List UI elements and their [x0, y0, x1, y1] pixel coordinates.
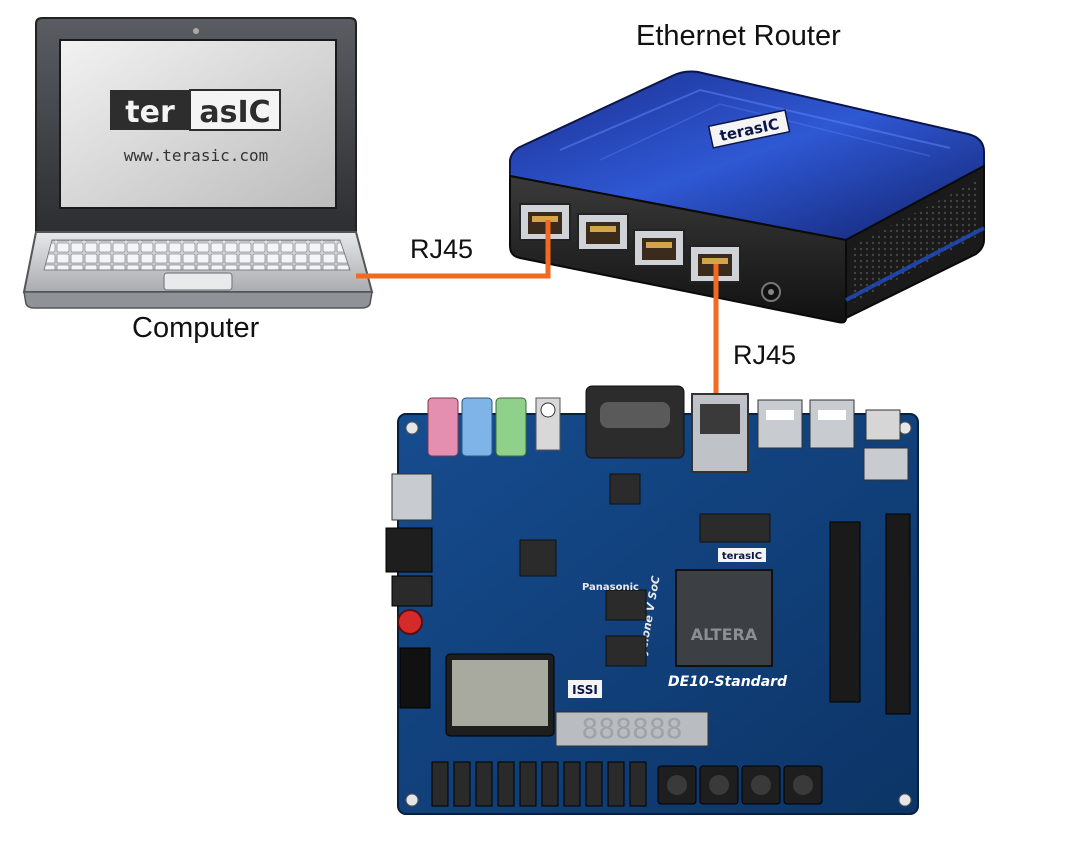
board-vendor-1: Panasonic	[582, 582, 639, 593]
rj45-cable-left	[356, 220, 551, 279]
laptop-logo-light	[189, 89, 281, 131]
fpga-chip-text: ALTERA	[691, 625, 758, 644]
router-port-4	[689, 245, 741, 283]
router-port-2	[577, 213, 629, 251]
laptop-logo-left-text: ter	[125, 95, 175, 130]
router-port-3	[633, 229, 685, 267]
board-name-text: DE10-Standard	[668, 674, 788, 690]
rj45-label-left: RJ45	[410, 234, 474, 264]
board-vendor-2: ISSI	[572, 683, 598, 697]
router-icon: terasIC	[509, 70, 985, 324]
laptop-logo-dark	[110, 90, 190, 130]
svg-text:888888: 888888	[581, 712, 682, 745]
laptop-url-text: www.terasic.com	[124, 146, 269, 165]
board-logo-text: terasIC	[722, 551, 762, 562]
fpga-board-icon: 888888 ALTERA Cyclone V SoC terasIC Pana…	[385, 385, 919, 815]
laptop-icon: ter asIC www.terasic.com	[22, 17, 374, 309]
router-label: Ethernet Router	[636, 20, 841, 52]
rj45-label-right: RJ45	[733, 340, 797, 370]
router-port-1	[519, 203, 571, 241]
laptop-logo-right-text: asIC	[199, 95, 270, 130]
computer-label: Computer	[132, 312, 260, 344]
